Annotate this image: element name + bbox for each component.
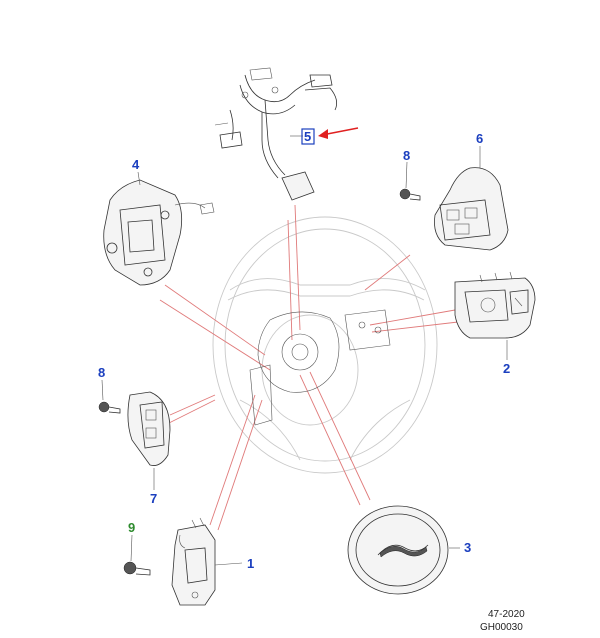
callout-4: 4 (132, 157, 140, 172)
callout-ticks (101, 135, 508, 566)
illustration-code: 47-2020 (488, 609, 525, 620)
driver-airbag (347, 505, 449, 595)
switch-bezel-left (127, 391, 171, 466)
switch-bezel-upper (434, 167, 509, 251)
callout-6: 6 (476, 131, 483, 146)
callout-7: 7 (150, 491, 157, 506)
callout-8-upper: 8 (403, 148, 410, 163)
callout-5-box (301, 128, 315, 145)
screw-upper (399, 188, 421, 201)
steering-wheel-outline (212, 216, 438, 474)
highlight-arrow (318, 127, 359, 139)
screw-left (98, 401, 121, 414)
module-bracket (171, 517, 216, 606)
callout-8-left: 8 (98, 365, 105, 380)
clock-spring (103, 179, 215, 286)
screw-lower (123, 561, 151, 576)
wheel-hub (249, 309, 391, 426)
callout-3: 3 (464, 540, 471, 555)
callout-2: 2 (503, 361, 510, 376)
switch-pack-right (454, 271, 536, 339)
callout-1: 1 (247, 556, 254, 571)
callout-9: 9 (128, 520, 135, 535)
illustration-ref: GH00030 (480, 622, 523, 633)
wiring-harness (214, 67, 338, 201)
callout-5: 5 (304, 129, 311, 144)
leader-lines (159, 204, 459, 531)
